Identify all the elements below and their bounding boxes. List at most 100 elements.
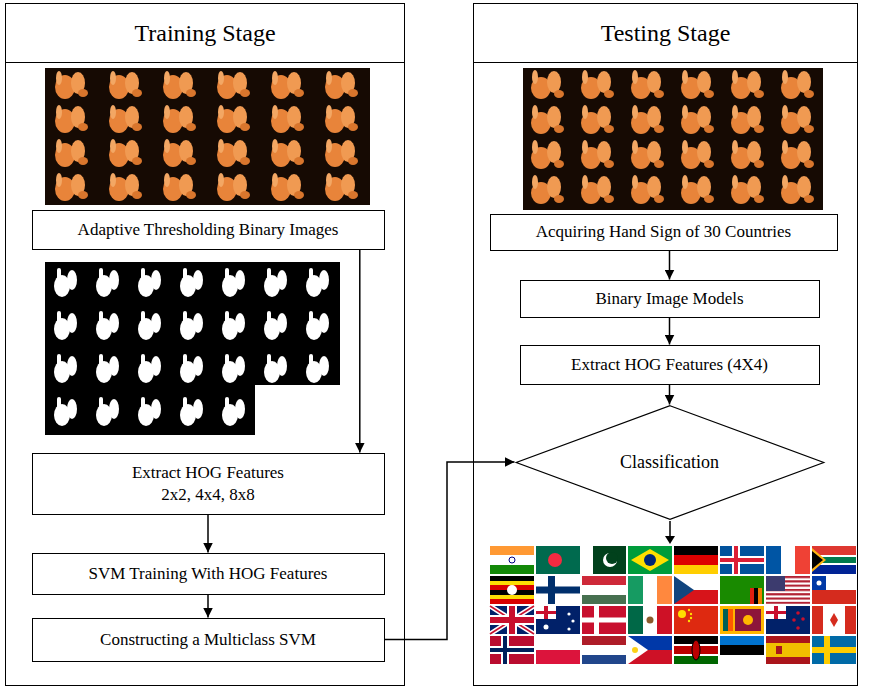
country-flags xyxy=(720,576,764,604)
hand-sign-photos xyxy=(523,68,823,210)
country-flags xyxy=(720,636,764,664)
country-flags xyxy=(812,636,856,664)
country-flags xyxy=(812,647,856,653)
country-flags xyxy=(507,585,517,595)
country-flags xyxy=(766,576,785,591)
country-flags xyxy=(536,587,580,594)
country-flags xyxy=(582,606,626,634)
stage-heading: Training Stage xyxy=(6,4,404,63)
hand-sign-photos xyxy=(45,68,370,205)
country-flags xyxy=(766,636,810,664)
flow-arrow xyxy=(669,385,671,405)
country-flags xyxy=(735,609,761,631)
country-flags xyxy=(750,588,754,604)
step-label: SVM Training With HOG Features xyxy=(83,563,334,584)
country-flags xyxy=(692,640,700,660)
country-flags xyxy=(536,606,580,634)
country-flags xyxy=(796,611,800,615)
country-flags xyxy=(490,636,534,664)
country-flags xyxy=(812,576,856,604)
country-flags xyxy=(796,626,800,630)
country-flags xyxy=(674,606,718,634)
country-flags xyxy=(490,576,534,604)
flow-arrow xyxy=(669,318,671,345)
country-flags xyxy=(490,636,534,664)
country-flags xyxy=(582,618,626,623)
process-box: Acquiring Hand Sign of 30 Countries xyxy=(490,214,838,251)
country-flags xyxy=(754,588,758,604)
country-flags xyxy=(812,548,826,572)
country-flags xyxy=(536,576,580,604)
country-flags xyxy=(812,576,856,590)
country-flags xyxy=(567,627,570,630)
country-flags xyxy=(582,636,626,664)
country-flags xyxy=(582,546,626,574)
country-flags xyxy=(603,553,617,567)
process-box: Binary Image Models xyxy=(520,280,820,318)
country-flags xyxy=(571,619,574,622)
country-flags xyxy=(674,576,718,604)
country-flags xyxy=(536,650,580,664)
country-flags xyxy=(628,636,672,664)
country-flags xyxy=(766,606,786,619)
country-flags xyxy=(812,546,856,574)
country-flags xyxy=(766,546,810,574)
country-flags xyxy=(490,606,534,634)
country-flags xyxy=(490,648,534,652)
step-label: Extract HOG Features (4X4) xyxy=(565,354,774,375)
country-flags xyxy=(766,611,786,614)
country-flags xyxy=(792,618,796,622)
stage-heading: Testing Stage xyxy=(474,4,857,63)
country-flags xyxy=(720,606,764,634)
process-box: Extract HOG Features 2x2, 4x4, 8x8 xyxy=(32,453,385,515)
country-flags xyxy=(644,554,656,566)
diamond-outline xyxy=(516,405,824,519)
country-flags xyxy=(674,606,718,634)
country-flags xyxy=(628,636,648,664)
country-flags xyxy=(536,546,580,574)
step-label: Extract HOG Features 2x2, 4x4, 8x8 xyxy=(117,462,299,505)
country-flags xyxy=(548,553,562,567)
process-box: Constructing a Multiclass SVM xyxy=(32,618,385,662)
country-flags xyxy=(490,606,534,634)
country-flags xyxy=(674,546,718,574)
country-flags xyxy=(628,606,672,634)
country-flags xyxy=(628,546,672,574)
country-flags xyxy=(582,546,626,574)
country-flags xyxy=(509,557,515,563)
country-flags xyxy=(674,636,718,664)
country-flags xyxy=(567,612,570,615)
country-flags xyxy=(812,590,856,604)
country-flags xyxy=(536,576,580,604)
country-flags xyxy=(812,606,856,634)
country-flags xyxy=(632,647,638,653)
country-flags xyxy=(720,546,764,574)
country-flags xyxy=(544,625,549,630)
country-flags xyxy=(720,558,764,562)
country-flags xyxy=(690,613,692,615)
country-flags xyxy=(490,617,534,623)
country-flags xyxy=(812,636,856,664)
country-flags xyxy=(766,576,810,604)
country-flags xyxy=(678,610,686,618)
country-flags xyxy=(812,551,823,569)
country-flags xyxy=(536,546,580,574)
country-flags xyxy=(758,588,762,604)
binary-hand-images xyxy=(45,262,340,435)
country-flags xyxy=(490,606,534,634)
country-flags xyxy=(490,646,534,654)
process-box: SVM Training With HOG Features xyxy=(32,553,385,595)
country-flags xyxy=(490,546,856,664)
stage-panel: Adaptive Thresholding Binary ImagesExtra… xyxy=(5,3,405,686)
country-flags xyxy=(776,646,782,654)
country-flags xyxy=(536,636,580,650)
country-flags xyxy=(766,636,810,664)
hand-sign-photos xyxy=(523,68,823,210)
country-flags xyxy=(582,546,593,574)
country-flags xyxy=(536,636,580,664)
country-flags xyxy=(628,546,672,574)
country-flags xyxy=(830,613,838,627)
country-flags xyxy=(723,609,728,631)
country-flags xyxy=(801,617,805,621)
country-flags xyxy=(674,636,718,664)
